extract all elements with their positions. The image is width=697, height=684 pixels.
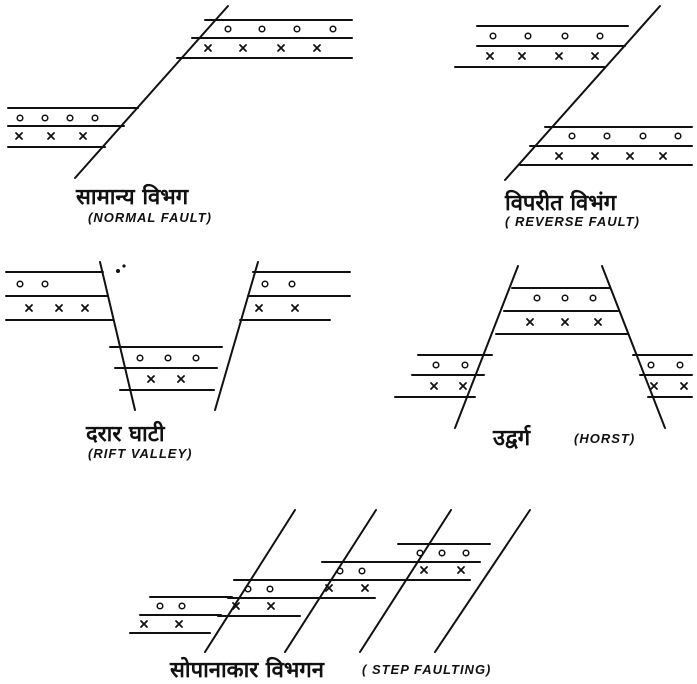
rift-valley-figure bbox=[5, 261, 351, 411]
circle-marks bbox=[16, 280, 296, 362]
horst-title: उद्वर्ग bbox=[493, 426, 531, 451]
cross-marks bbox=[15, 44, 321, 140]
normal-fault-subtitle: (NORMAL FAULT) bbox=[88, 210, 212, 225]
circle-marks bbox=[489, 32, 682, 140]
rift-right-fault-plane bbox=[214, 261, 259, 411]
cross-marks bbox=[140, 566, 465, 628]
circle-marks bbox=[16, 25, 337, 122]
rift-left-fault-plane bbox=[99, 261, 136, 411]
reverse-fault-subtitle: ( REVERSE FAULT) bbox=[505, 214, 640, 229]
step-faulting-subtitle: ( STEP FAULTING) bbox=[362, 662, 492, 677]
step-faulting-title: सोपानाकार विभगन bbox=[170, 658, 324, 683]
cross-marks bbox=[486, 52, 667, 160]
step-fault-plane bbox=[434, 509, 531, 653]
horst-right-fault-plane bbox=[601, 265, 666, 429]
reverse-fault-title: विपरीत विभंग bbox=[505, 191, 617, 216]
horst-figure bbox=[394, 265, 693, 429]
circle-marks bbox=[432, 294, 684, 369]
normal-fault-plane bbox=[74, 5, 229, 179]
circle-marks bbox=[156, 549, 470, 610]
horst-subtitle: (HORST) bbox=[574, 431, 636, 446]
step-faulting-figure bbox=[129, 509, 531, 653]
horst-left-fault-plane bbox=[454, 265, 519, 429]
rift-valley-subtitle: (RIFT VALLEY) bbox=[88, 446, 193, 461]
normal-fault-title: सामान्य विभग bbox=[76, 185, 189, 210]
reverse-fault-plane bbox=[504, 5, 661, 181]
cross-marks bbox=[25, 304, 299, 383]
rift-valley-title: दरार घाटी bbox=[86, 422, 165, 447]
reverse-fault-figure bbox=[454, 5, 693, 181]
cross-marks bbox=[430, 318, 688, 390]
normal-fault-figure bbox=[7, 5, 353, 179]
stray-ink-dots bbox=[116, 264, 126, 273]
